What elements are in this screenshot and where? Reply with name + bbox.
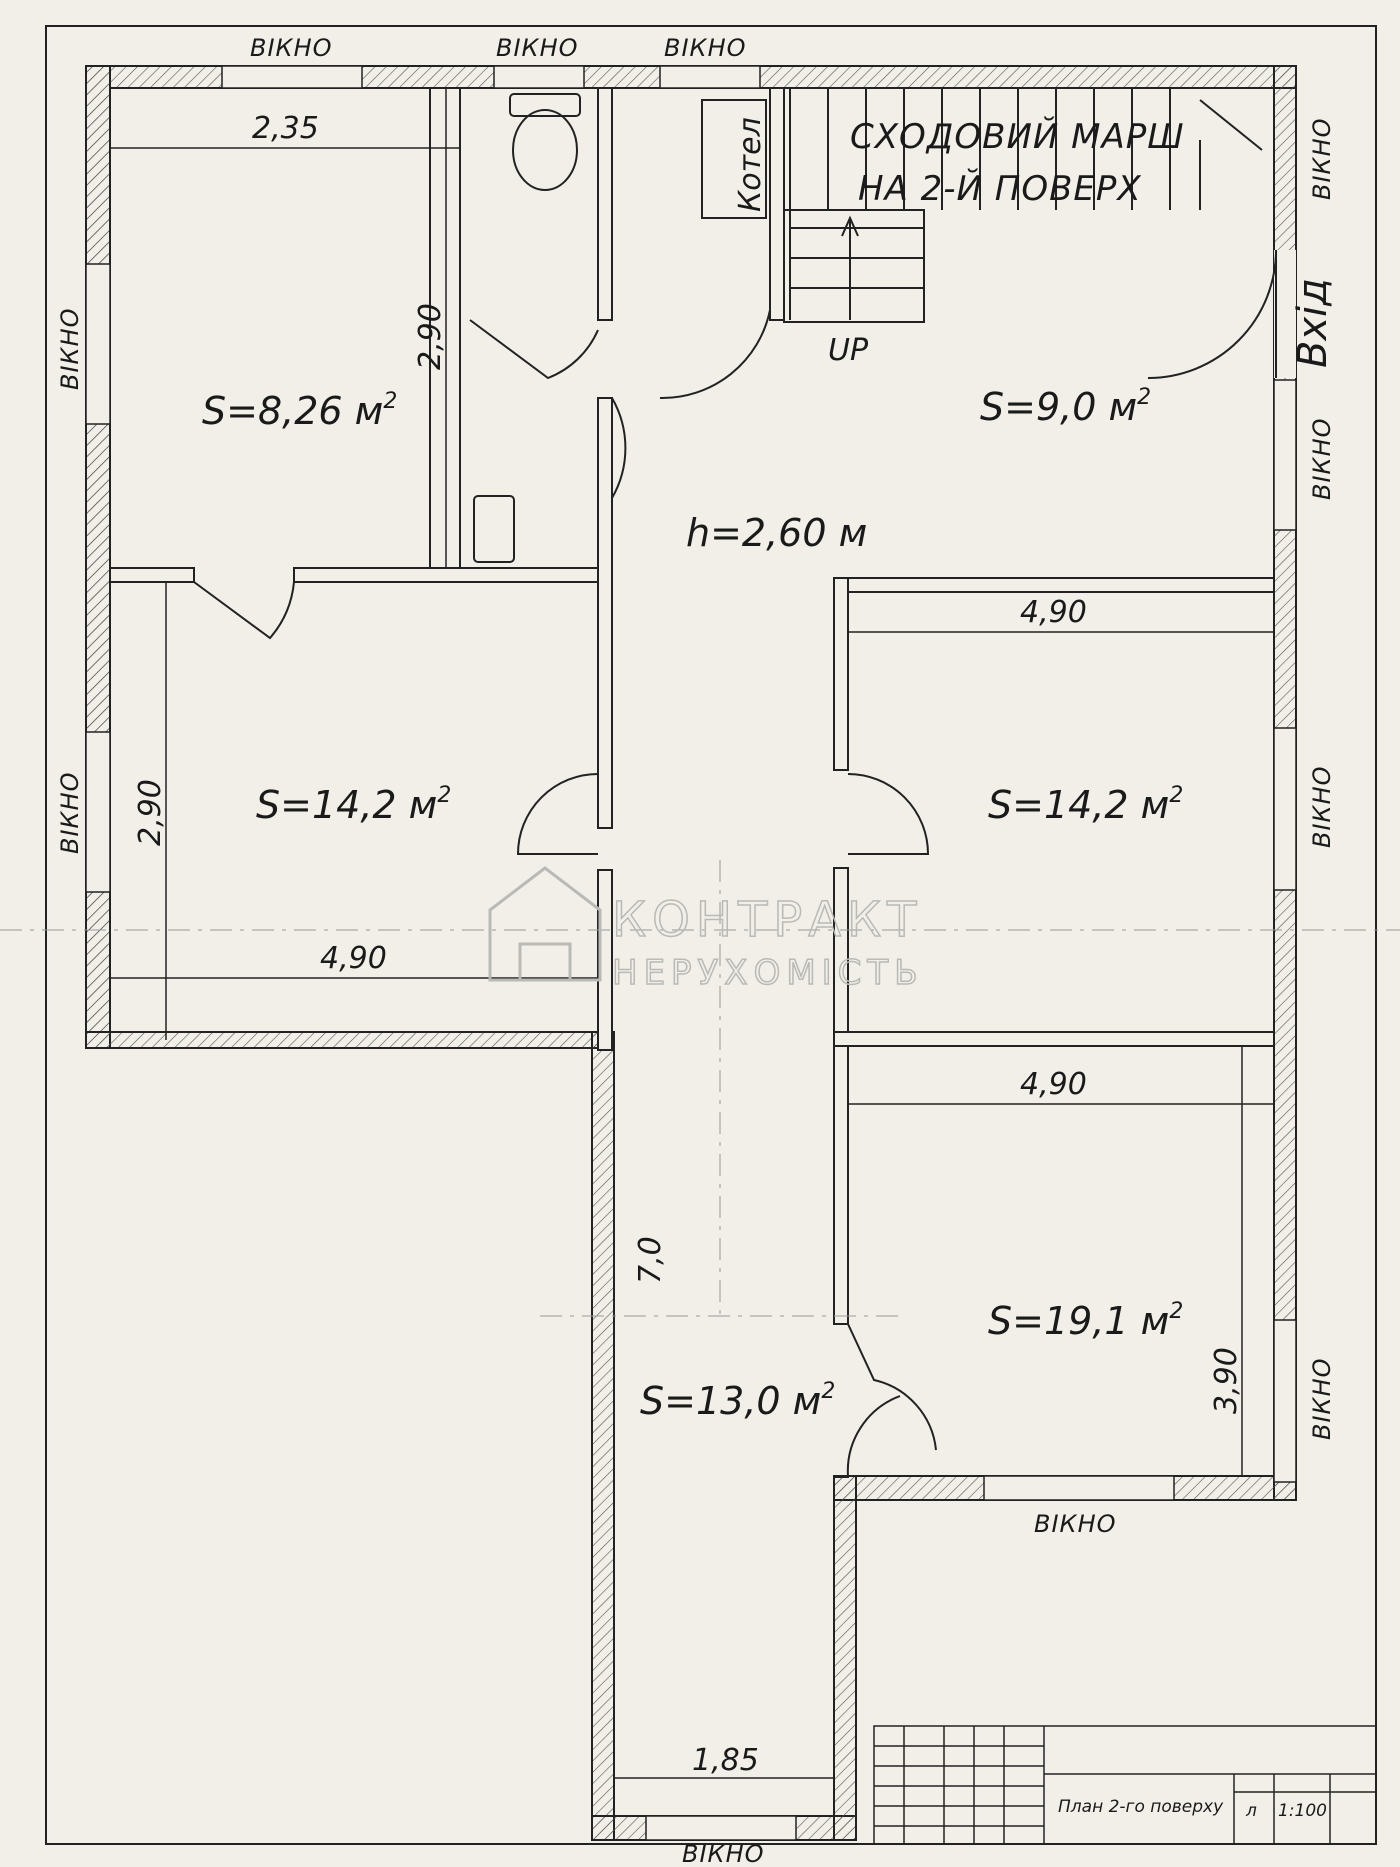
fixtures (473, 88, 1263, 563)
wall-room-d-bottom (833, 1031, 1275, 1047)
window-label-left-2: ВІКНО (56, 771, 84, 854)
stair-treads (789, 88, 1171, 320)
window-label-right-1: ВІКНО (1308, 117, 1336, 200)
dim-label-5: 4,90 (1020, 595, 1087, 630)
title-block-grid (874, 1726, 1044, 1844)
door-room-f-1 (847, 1323, 937, 1451)
window-right-1 (1273, 379, 1297, 531)
wall-room-a-right (429, 87, 461, 573)
dim-label-7: 3,90 (1209, 1347, 1244, 1414)
door-room-a (193, 581, 295, 640)
dim-label-6: 4,90 (1020, 1067, 1087, 1102)
stair-label-line1: СХОДОВИЙ МАРШ (850, 116, 1185, 157)
window-right-2 (1273, 727, 1297, 891)
boiler-box (701, 99, 767, 219)
entrance-label: Вхід (1290, 278, 1336, 368)
door-wc (469, 319, 599, 380)
wall-hall-left (597, 397, 613, 829)
wall-wc-right (597, 87, 613, 321)
wall-room-d-left (833, 577, 849, 771)
entrance-door-swing (1147, 249, 1277, 379)
window-left-2 (85, 731, 111, 893)
window-label-bottom-1: ВІКНО (1034, 1510, 1117, 1538)
dim-label-4: 4,90 (320, 941, 387, 976)
dim-label-1: 2,35 (252, 111, 319, 146)
stair-up-label: UP (828, 333, 869, 368)
door-room-c (516, 773, 599, 855)
window-label-top-2: ВІКНО (496, 34, 579, 62)
stair-label-line2: НА 2-Й ПОВЕРХ (858, 168, 1142, 209)
dim-label-3: 2,90 (133, 779, 168, 846)
dimension-lines (110, 88, 1274, 1779)
window-label-left-1: ВІКНО (56, 307, 84, 390)
window-bottom-1 (983, 1475, 1175, 1501)
room-b-sup: 2 (1137, 385, 1151, 410)
wall-left (85, 65, 111, 1049)
boiler-label: Котел (733, 117, 768, 212)
title-block (873, 1725, 1377, 1845)
window-label-top-3: ВІКНО (664, 34, 747, 62)
wall-room-f-left (833, 1475, 849, 1478)
door-room-d (847, 773, 930, 855)
wall-corridor-right-ext (833, 1475, 857, 1841)
title-block-sheet: л (1245, 1801, 1257, 1821)
room-a-area: S=8,26 м2 (202, 389, 397, 433)
window-bottom-2 (645, 1815, 797, 1841)
room-b-area: S=9,0 м2 (980, 385, 1151, 429)
watermark-line1: КОНТРАКТ (612, 892, 922, 948)
window-label-bottom-2: ВІКНО (682, 1840, 765, 1867)
watermark-line2: НЕРУХОМІСТЬ (612, 953, 924, 993)
wall-corridor-left (591, 1031, 615, 1841)
ceiling-height: h=2,60 м (686, 511, 867, 555)
wall-boiler-right (769, 87, 785, 321)
wall-room-a-bottom-2 (293, 567, 601, 583)
window-label-right-2: ВІКНО (1308, 417, 1336, 500)
window-label-right-3: ВІКНО (1308, 765, 1336, 848)
window-openings (85, 65, 1297, 1841)
axis-lines (0, 860, 1400, 1320)
toilet-bowl (512, 109, 578, 191)
window-top-1 (221, 65, 363, 89)
room-a-sup: 2 (383, 389, 397, 414)
room-d-area: S=14,2 м2 (988, 783, 1183, 827)
door-swings (193, 309, 937, 1477)
room-c-area: S=14,2 м2 (256, 783, 451, 827)
door-boiler (659, 309, 771, 400)
dim-label-9: 1,85 (692, 1743, 759, 1778)
wall-room-d-left-2 (833, 867, 849, 1325)
room-c-sup: 2 (437, 783, 451, 808)
window-top-3 (659, 65, 761, 89)
title-block-scale: 1:100 (1278, 1801, 1327, 1821)
window-top-2 (493, 65, 585, 89)
toilet-tank (509, 93, 581, 117)
wall-left-bottom (85, 1031, 601, 1049)
entrance-opening (1274, 250, 1296, 378)
stair-arrow (841, 99, 1263, 320)
door-room-f-2 (846, 1395, 901, 1477)
title-block-title: План 2-го поверху (1058, 1797, 1224, 1817)
room-d-sup: 2 (1169, 783, 1183, 808)
window-right-3 (1273, 1319, 1297, 1483)
sheet-frame (45, 25, 1377, 1845)
wall-room-d-top (833, 577, 1275, 593)
door-hall (611, 397, 627, 499)
watermark-house-icon (488, 866, 602, 982)
room-e-area: S=13,0 м2 (640, 1379, 835, 1423)
room-f-area: S=19,1 м2 (988, 1299, 1183, 1343)
window-label-top-1: ВІКНО (250, 34, 333, 62)
dim-label-2: 2,90 (413, 303, 448, 370)
sink (473, 495, 515, 563)
dim-label-8: 7,0 (633, 1236, 668, 1284)
interior-walls (109, 87, 1275, 1478)
window-left-1 (85, 263, 111, 425)
wall-room-a-bottom (109, 567, 195, 583)
room-e-sup: 2 (821, 1379, 835, 1404)
title-block-frame (873, 1725, 1377, 1845)
room-f-sup: 2 (1169, 1299, 1183, 1324)
watermark: КОНТРАКТ НЕРУХОМІСТЬ (488, 866, 924, 994)
window-label-right-4: ВІКНО (1308, 1357, 1336, 1440)
